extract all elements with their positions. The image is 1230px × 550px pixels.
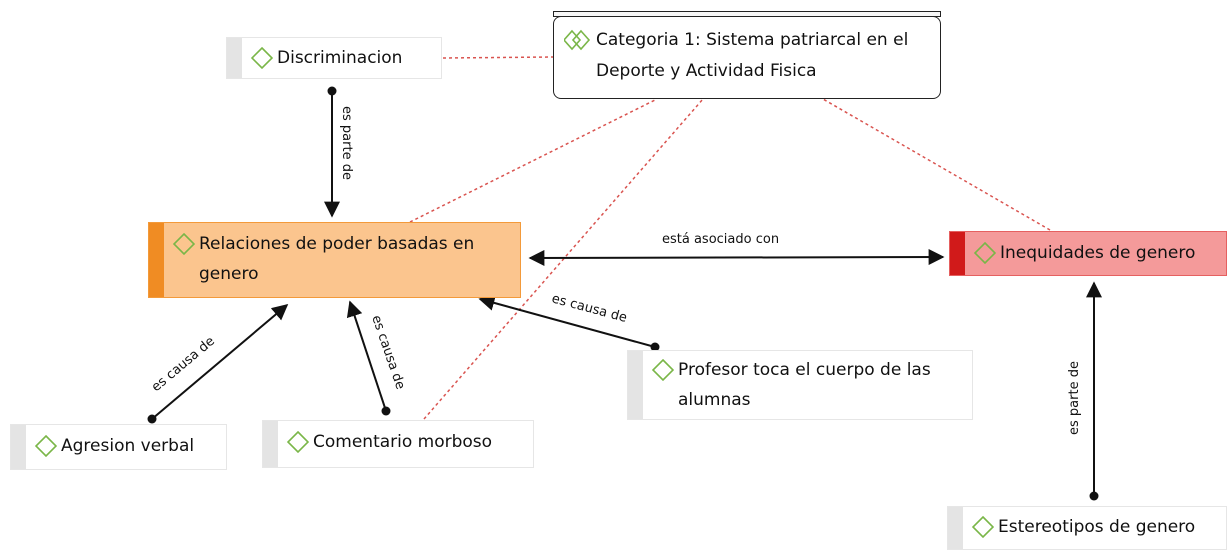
code-group-icon [564,29,591,51]
link-dot [650,342,660,352]
code-icon [35,435,57,457]
code-icon [287,431,309,453]
link-agresion-relaciones [151,303,289,420]
node-label: Agresion verbal [61,436,195,456]
code-icon [251,47,273,69]
node-label: Profesor toca el cuerpo de las alumnas [678,360,931,410]
link-comentario-relaciones [346,300,387,412]
category-title-bar [553,11,941,17]
relation-label-disc-relaciones: es parte de [339,106,354,180]
code-icon [974,242,996,264]
link-dot [327,86,337,96]
node-strip [149,223,164,297]
dotted-link-discriminacion [442,56,554,59]
link-asociado [528,249,945,266]
code-node-inequidades[interactable]: Inequidades de genero [949,231,1227,276]
node-label: Inequidades de genero [1000,243,1196,263]
node-strip [227,38,242,78]
code-node-comentario-morboso[interactable]: Comentario morboso [262,420,534,468]
node-strip [950,232,965,275]
link-dot [381,406,391,416]
relation-label-comentario: es causa de [368,313,407,391]
node-strip [948,507,963,549]
code-icon [173,233,195,255]
code-node-discriminacion[interactable]: Discriminacion [226,37,442,79]
category-node[interactable]: Categoria 1: Sistema patriarcal en el De… [553,11,941,99]
node-label: Comentario morboso [313,432,493,452]
dotted-link-relaciones [409,98,658,223]
relation-label-estereotipos: es parte de [1067,361,1082,435]
code-node-estereotipos[interactable]: Estereotipos de genero [947,506,1227,550]
relation-label-agresion: es causa de [149,334,218,395]
link-dot [147,414,157,424]
node-label: Discriminacion [277,48,403,68]
node-strip [263,421,278,467]
code-icon [972,516,994,538]
node-label: Relaciones de poder basadas en genero [199,234,475,284]
link-dot [1089,491,1099,501]
code-icon [652,359,674,381]
dotted-link-inequidades [822,98,1051,231]
node-strip [11,425,26,469]
relation-label-asociado: está asociado con [662,232,779,247]
node-strip [628,351,643,419]
code-node-profesor[interactable]: Profesor toca el cuerpo de las alumnas [627,350,973,420]
code-node-agresion-verbal[interactable]: Agresion verbal [10,424,227,470]
category-label: Categoria 1: Sistema patriarcal en el De… [596,30,909,81]
link-profesor-relaciones [478,295,656,348]
code-node-relaciones-de-poder[interactable]: Relaciones de poder basadas en genero [148,222,521,298]
node-label: Estereotipos de genero [998,517,1196,537]
